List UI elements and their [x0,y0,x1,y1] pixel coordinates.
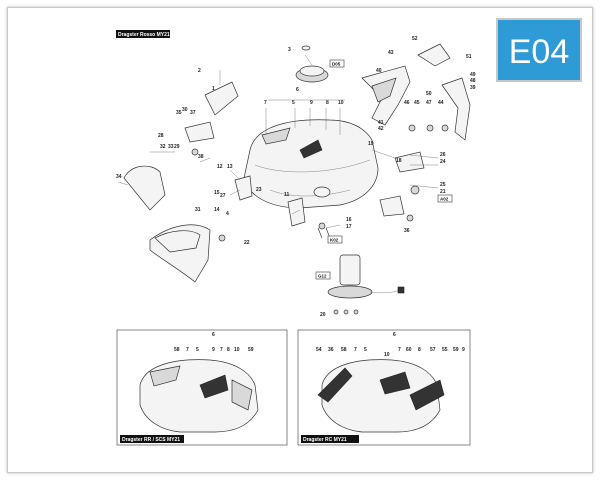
svg-text:10: 10 [234,347,240,353]
svg-text:31: 31 [195,207,201,213]
svg-text:35: 35 [176,110,182,116]
svg-text:57: 57 [430,347,436,353]
svg-text:55: 55 [442,347,448,353]
svg-text:23: 23 [256,187,262,193]
inset-right: 6 54 36 58 7 5 10 7 60 8 57 55 59 9 Drag… [297,329,471,446]
svg-text:37: 37 [190,110,196,116]
svg-text:21: 21 [440,189,446,195]
svg-text:6: 6 [296,87,299,93]
left-panels [123,81,239,283]
svg-text:30: 30 [182,107,188,113]
drawing-frame [7,7,593,473]
svg-text:28: 28 [158,133,164,139]
svg-text:7: 7 [398,347,401,353]
svg-text:43: 43 [388,50,394,56]
svg-text:40: 40 [376,68,382,74]
svg-text:7: 7 [220,347,223,353]
svg-text:5: 5 [364,347,367,353]
svg-text:32: 32 [160,144,166,150]
svg-text:6: 6 [393,332,396,338]
svg-text:7: 7 [186,347,189,353]
inset-left: 6 58 7 5 9 7 8 10 59 Dragster RR / SCS M… [116,329,288,446]
svg-text:13: 13 [227,164,233,170]
leader-lines [117,54,439,229]
side-fairings [361,43,471,141]
svg-text:29: 29 [174,144,180,150]
svg-text:Dragster Rosso MY21: Dragster Rosso MY21 [118,32,170,38]
svg-text:8: 8 [227,347,230,353]
svg-text:58: 58 [174,347,180,353]
svg-text:K02: K02 [330,238,339,243]
svg-text:4: 4 [226,211,229,217]
fuel-pump [327,254,405,315]
svg-text:33: 33 [168,144,174,150]
svg-text:51: 51 [466,54,472,60]
svg-text:A02: A02 [440,197,449,202]
svg-text:7: 7 [354,347,357,353]
svg-text:7: 7 [264,100,267,106]
main-caption: Dragster Rosso MY21 [116,30,170,38]
fuel-tank [243,119,379,209]
svg-text:G12: G12 [318,274,327,279]
svg-text:12: 12 [217,164,223,170]
svg-text:D05: D05 [332,62,341,67]
svg-text:17: 17 [346,224,352,230]
svg-text:42: 42 [378,126,384,132]
svg-text:Dragster RR / SCS MY21: Dragster RR / SCS MY21 [122,437,180,443]
svg-text:52: 52 [412,36,418,42]
svg-text:27: 27 [220,193,226,199]
section-badge: E04 [496,18,582,82]
svg-text:11: 11 [284,192,290,198]
svg-text:20: 20 [320,312,326,318]
svg-text:18: 18 [396,158,402,164]
svg-text:41: 41 [378,120,384,126]
svg-text:50: 50 [426,91,432,97]
svg-text:26: 26 [440,152,446,158]
svg-text:22: 22 [244,240,250,246]
svg-text:19: 19 [368,141,374,147]
svg-text:47: 47 [426,100,432,106]
svg-text:9: 9 [212,347,215,353]
svg-text:5: 5 [292,100,295,106]
svg-text:8: 8 [418,347,421,353]
svg-text:9: 9 [462,347,465,353]
svg-text:34: 34 [116,174,122,180]
svg-text:39: 39 [470,85,476,91]
svg-text:10: 10 [338,100,344,106]
svg-text:38: 38 [198,154,204,160]
callout-numbers: 1 2 3 4 5 6 7 8 9 10 11 12 13 14 15 16 1… [116,36,476,318]
svg-text:25: 25 [440,182,446,188]
hardware [191,124,449,242]
svg-text:1: 1 [212,86,215,92]
svg-text:16: 16 [346,217,352,223]
svg-text:14: 14 [214,207,220,213]
svg-text:Dragster RC MY21: Dragster RC MY21 [303,437,347,443]
svg-text:10: 10 [384,352,390,358]
svg-text:60: 60 [406,347,412,353]
svg-text:5: 5 [196,347,199,353]
svg-text:59: 59 [453,347,459,353]
svg-text:49: 49 [470,72,476,78]
svg-text:46: 46 [404,100,410,106]
svg-text:58: 58 [341,347,347,353]
svg-text:24: 24 [440,159,446,165]
svg-text:2: 2 [198,68,201,74]
svg-text:44: 44 [438,100,444,106]
svg-text:8: 8 [326,100,329,106]
svg-text:9: 9 [310,100,313,106]
svg-text:59: 59 [248,347,254,353]
svg-text:48: 48 [470,78,476,84]
svg-text:3: 3 [288,47,291,53]
svg-text:45: 45 [414,100,420,106]
svg-text:36: 36 [404,228,410,234]
svg-text:15: 15 [214,190,220,196]
code-boxes: D05 K02 A02 G12 [315,59,453,280]
svg-text:36: 36 [328,347,334,353]
fuel-cap [295,45,329,83]
svg-text:54: 54 [316,347,322,353]
svg-text:6: 6 [212,332,215,338]
